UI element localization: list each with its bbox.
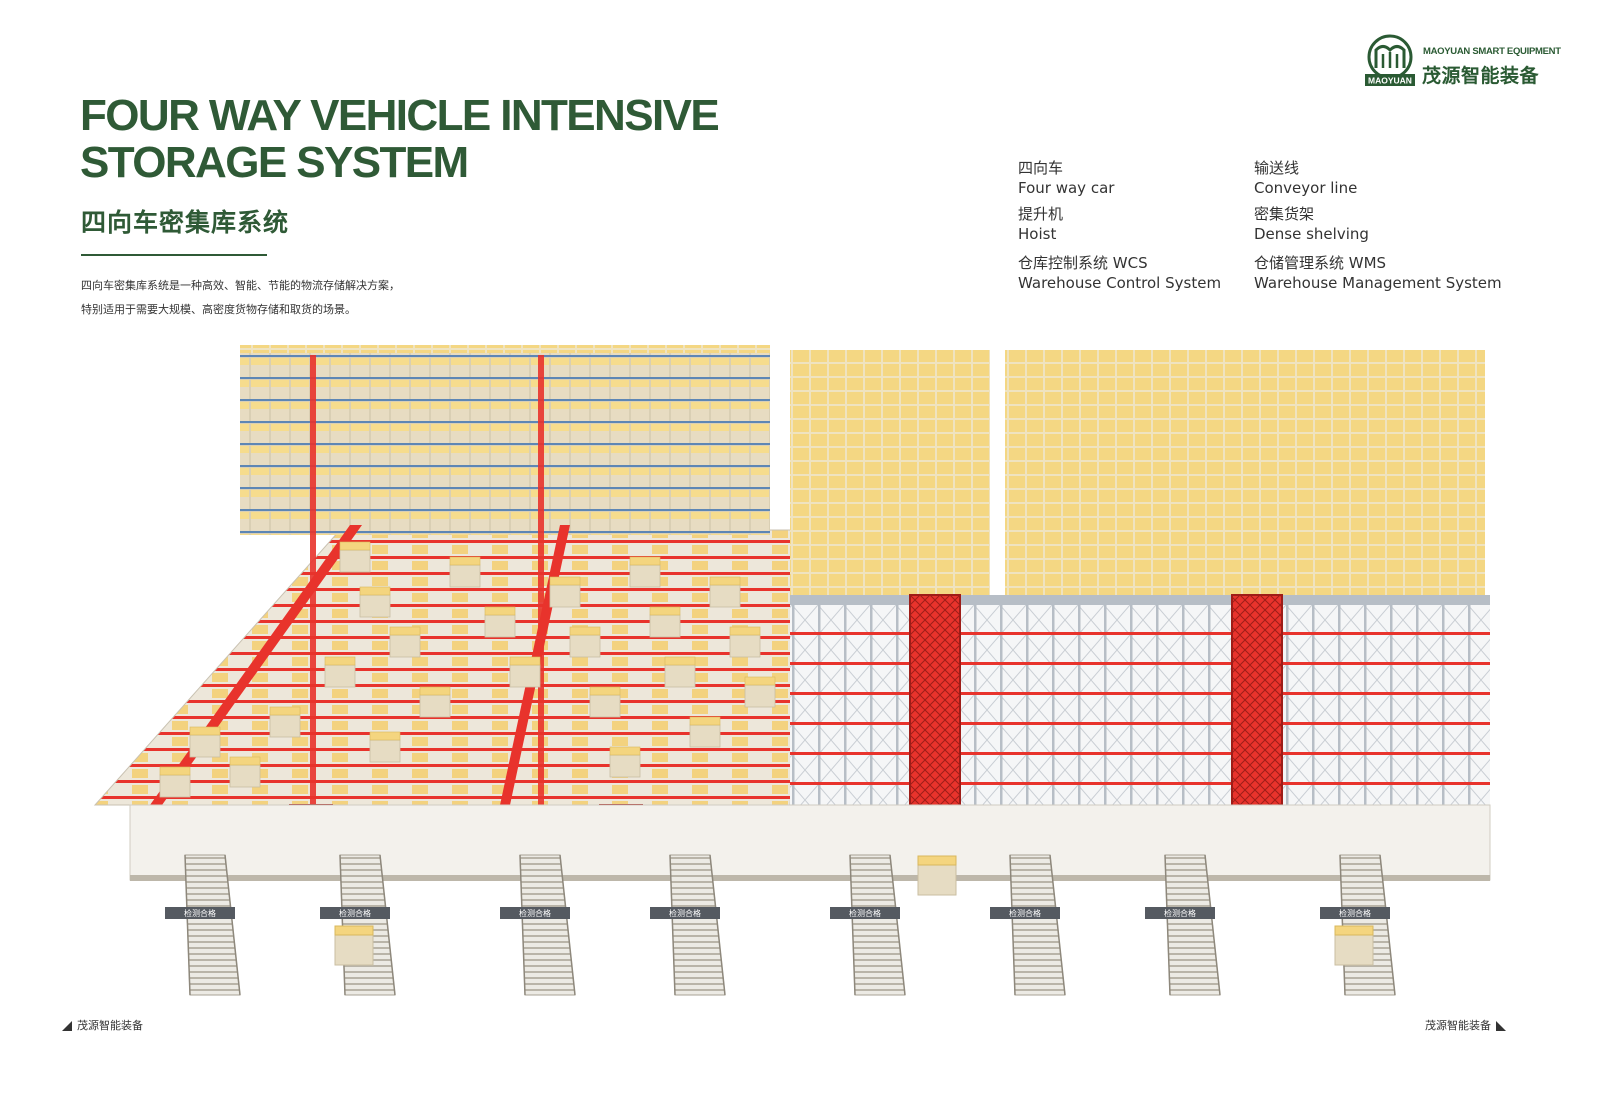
legend-hoist: 提升机 Hoist [1018, 204, 1063, 244]
brand-name-en: MAOYUAN SMART EQUIPMENT [1423, 46, 1561, 57]
legend-label-cn: 输送线 [1254, 159, 1300, 177]
legend-label-cn: 提升机 [1018, 205, 1064, 223]
footer-right: 茂源智能装备 [1425, 1017, 1506, 1033]
storage-box [629, 556, 661, 588]
description-line-2: 特别适用于需要大规模、高密度货物存储和取货的场景。 [81, 303, 356, 316]
footer-left: 茂源智能装备 [62, 1017, 143, 1033]
legend-label-cn: 密集货架 [1254, 205, 1315, 223]
legend-four-way-car: 四向车 Four way car [1018, 158, 1114, 198]
conveyor-lines [184, 854, 1396, 996]
brand-logo: MAOYUAN MAOYUAN SMART EQUIPMENT 茂源智能装备 [1363, 34, 1563, 88]
storage-box [649, 606, 681, 638]
conveyor-line [1009, 854, 1066, 996]
title-divider [81, 254, 267, 256]
storage-box [589, 686, 621, 718]
legend-label-cn: 仓储管理系统 WMS [1254, 254, 1387, 272]
description-line-1: 四向车密集库系统是一种高效、智能、节能的物流存储解决方案， [81, 279, 400, 292]
storage-box [339, 541, 371, 573]
legend-wms: 仓储管理系统 WMS Warehouse Management System [1254, 253, 1502, 293]
legend-label-cn: 四向车 [1018, 159, 1064, 177]
inspection-station: 检测合格 [1145, 907, 1215, 919]
storage-box [324, 656, 356, 688]
storage-box [449, 556, 481, 588]
legend-label-en: Warehouse Management System [1254, 274, 1502, 292]
far-right-rack-top [1215, 350, 1485, 600]
legend-wcs: 仓库控制系统 WCS Warehouse Control System [1018, 253, 1221, 293]
conveyor-line [519, 854, 576, 996]
footer-right-text: 茂源智能装备 [1425, 1019, 1491, 1032]
storage-box [269, 706, 301, 738]
conveyor-line [669, 854, 726, 996]
inspection-station: 检测合格 [1320, 907, 1390, 919]
page-subtitle-cn: 四向车密集库系统 [81, 208, 290, 237]
station-label: 检测合格 [1339, 908, 1371, 918]
conveyor-line [1164, 854, 1221, 996]
inspection-station: 检测合格 [165, 907, 235, 919]
conveyor-line [184, 854, 241, 996]
storage-box [609, 746, 641, 778]
conveyor-base [129, 804, 1491, 881]
corner-mark-icon [1496, 1021, 1506, 1031]
storage-box [389, 626, 421, 658]
warehouse-illustration: 检测合格 检测合格 检测合格 检测合格 检测合格 检测合格 检测合格 检测合格 [93, 345, 1491, 996]
station-label: 检测合格 [669, 908, 701, 918]
maoyuan-logo-icon: MAOYUAN [1365, 34, 1415, 86]
dense-shelving-frame [790, 600, 1490, 835]
brand-name-cn: 茂源智能装备 [1422, 65, 1540, 87]
legend-label-en: Dense shelving [1254, 225, 1369, 243]
footer-left-text: 茂源智能装备 [77, 1019, 143, 1032]
inspection-station: 检测合格 [320, 907, 390, 919]
storage-box [709, 576, 741, 608]
legend-label-en: Hoist [1018, 225, 1057, 243]
legend-label-cn: 仓库控制系统 WCS [1018, 254, 1148, 272]
station-label: 检测合格 [1009, 908, 1041, 918]
legend-dense-shelving: 密集货架 Dense shelving [1254, 204, 1369, 244]
inspection-station: 检测合格 [830, 907, 900, 919]
title-line-1: FOUR WAY VEHICLE INTENSIVE [80, 91, 720, 140]
corner-mark-icon [62, 1021, 72, 1031]
storage-box [334, 925, 374, 966]
station-label: 检测合格 [1164, 908, 1196, 918]
storage-box [189, 726, 221, 758]
storage-box [744, 676, 776, 708]
scattered-boxes [159, 541, 776, 798]
station-label: 检测合格 [849, 908, 881, 918]
storage-box [159, 766, 191, 798]
storage-box [359, 586, 391, 618]
inspection-station: 检测合格 [500, 907, 570, 919]
storage-box [369, 731, 401, 763]
description: 四向车密集库系统是一种高效、智能、节能的物流存储解决方案， 特别适用于需要大规模… [81, 274, 400, 322]
storage-box [917, 855, 957, 896]
legend-label-en: Warehouse Control System [1018, 274, 1222, 292]
title-line-2: STORAGE SYSTEM [80, 138, 469, 187]
legend-label-en: Four way car [1018, 179, 1115, 197]
left-tall-rack [240, 345, 770, 535]
storage-box [729, 626, 761, 658]
storage-box [419, 686, 451, 718]
storage-box [689, 716, 721, 748]
storage-box [484, 606, 516, 638]
inspection-stations: 检测合格 检测合格 检测合格 检测合格 检测合格 检测合格 检测合格 检测合格 [165, 855, 1390, 966]
station-label: 检测合格 [339, 908, 371, 918]
legend-label-en: Conveyor line [1254, 179, 1358, 197]
storage-box [229, 756, 261, 788]
logo-text: MAOYUAN [1368, 76, 1412, 86]
legend-conveyor-line: 输送线 Conveyor line [1254, 158, 1357, 198]
storage-box [509, 656, 541, 688]
center-rack-top [790, 350, 990, 600]
storage-box [549, 576, 581, 608]
conveyor-line [849, 854, 906, 996]
station-label: 检测合格 [519, 908, 551, 918]
station-label: 检测合格 [184, 908, 216, 918]
storage-box [569, 626, 601, 658]
page-title: FOUR WAY VEHICLE INTENSIVE STORAGE SYSTE… [80, 91, 720, 187]
storage-box [664, 656, 696, 688]
storage-box [1334, 925, 1374, 966]
inspection-station: 检测合格 [650, 907, 720, 919]
inspection-station: 检测合格 [990, 907, 1060, 919]
